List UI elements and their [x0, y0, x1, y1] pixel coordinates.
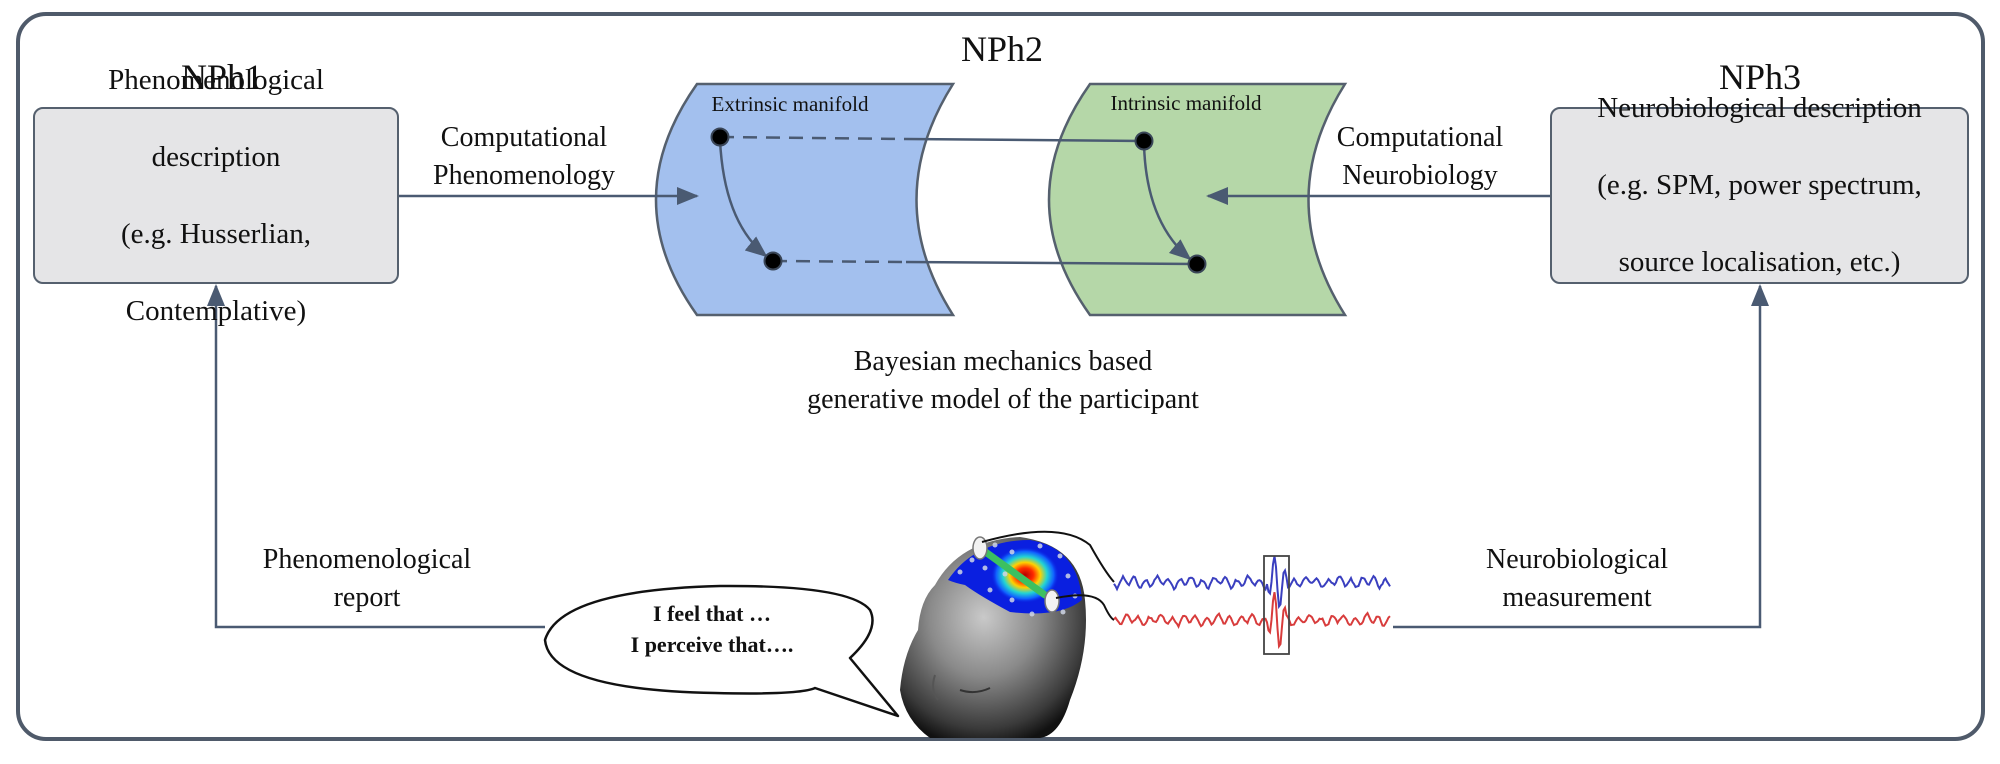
eeg-event-highlight-box — [1263, 555, 1290, 655]
extrinsic-manifold-surface — [654, 82, 956, 317]
computational-neurobiology-label: Computational Neurobiology — [1337, 119, 1503, 195]
phenomenological-description-box[interactable]: Phenomenological description (e.g. Husse… — [33, 64, 399, 327]
neurobiological-description-box[interactable]: Neurobiological description (e.g. SPM, p… — [1550, 92, 1969, 284]
intrinsic-trajectory-arrow — [1142, 143, 1192, 261]
phase-label-nph1: NPh1 — [180, 57, 264, 97]
phase-label-nph2: NPh2 — [960, 29, 1044, 69]
extrinsic-state-dot-2 — [763, 251, 783, 271]
mapping-line-bottom — [905, 260, 1198, 266]
phase-label-nph3: NPh3 — [1718, 57, 1802, 97]
label-line: Neurobiological — [1486, 544, 1668, 575]
speech-line: I feel that … — [653, 601, 771, 626]
label-line: Phenomenology — [433, 160, 615, 191]
phenomenological-report-label: Phenomenological report — [263, 541, 471, 617]
label-line: measurement — [1502, 582, 1652, 613]
label-line: Computational — [440, 122, 608, 153]
intrinsic-manifold-surface — [1047, 82, 1348, 317]
label-line: Phenomenological — [262, 544, 472, 575]
intrinsic-state-dot-1 — [1134, 131, 1154, 151]
phenomenological-report-line — [207, 284, 545, 629]
outer-frame — [16, 12, 1985, 741]
phenomenological-description-text: Phenomenological description (e.g. Husse… — [108, 22, 324, 369]
label-line: Neurobiology — [1342, 160, 1498, 191]
eeg-trace-blue — [1113, 555, 1391, 610]
label-line: Computational — [1336, 122, 1504, 153]
speech-line: I perceive that…. — [630, 632, 794, 657]
intrinsic-state-dot-2 — [1187, 254, 1207, 274]
neurobiological-measurement-label: Neurobiological measurement — [1486, 541, 1668, 617]
mapping-line-top-dashed — [719, 135, 907, 141]
neurobiological-description-text: Neurobiological description (e.g. SPM, p… — [1597, 51, 1922, 321]
generative-model-caption: Bayesian mechanics based generative mode… — [807, 343, 1199, 419]
electrode-wire-1 — [981, 530, 1115, 583]
extrinsic-manifold-label: Extrinsic manifold — [711, 92, 869, 116]
box-line: Neurobiological description — [1597, 92, 1922, 125]
box-line: (e.g. Husserlian, — [120, 217, 312, 250]
extrinsic-trajectory-arrow — [718, 139, 768, 258]
mapping-line-top — [905, 137, 1145, 143]
extrinsic-state-dot-1 — [710, 127, 730, 147]
box-line: Contemplative) — [125, 294, 307, 327]
caption-line: generative model of the participant — [807, 384, 1199, 415]
speech-bubble-text: I feel that … I perceive that…. — [631, 598, 794, 660]
speech-bubble-shape — [543, 584, 900, 718]
participant-head-illustration — [900, 536, 1086, 738]
eeg-trace-red — [1113, 592, 1391, 650]
box-line: source localisation, etc.) — [1618, 246, 1901, 279]
intrinsic-manifold-label: Intrinsic manifold — [1110, 91, 1262, 115]
computational-phenomenology-label: Computational Phenomenology — [433, 119, 615, 195]
label-line: report — [333, 582, 401, 613]
box-line: description — [151, 140, 281, 173]
box-line: (e.g. SPM, power spectrum, — [1597, 169, 1922, 202]
caption-line: Bayesian mechanics based — [853, 346, 1153, 377]
box-line: Phenomenological — [108, 63, 324, 96]
neurobiological-measurement-line — [1393, 284, 1769, 629]
electrode-wire-2 — [1055, 594, 1115, 621]
